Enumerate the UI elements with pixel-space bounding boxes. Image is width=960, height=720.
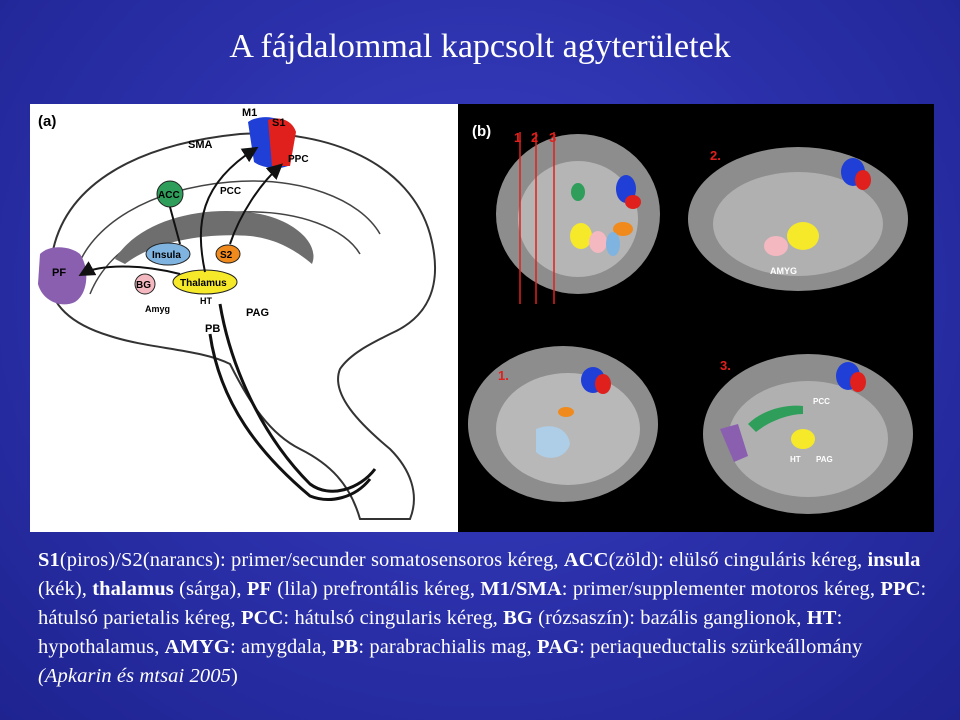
panel-b-label: (b) bbox=[472, 123, 491, 140]
slide-title: A fájdalommal kapcsolt agyterületek bbox=[229, 28, 731, 65]
caption-part: : hátulsó cingularis kéreg, bbox=[283, 607, 504, 629]
spinothalamic-pathway bbox=[218, 303, 377, 493]
amyg-label: Amyg bbox=[145, 304, 170, 314]
caption-part: (piros)/S2(narancs): primer/secunder som… bbox=[59, 549, 564, 571]
pag-view-label: PAG bbox=[816, 455, 833, 464]
caption-thalamus: thalamus bbox=[92, 578, 174, 600]
caption-pf: PF bbox=[246, 578, 273, 600]
pf-label: PF bbox=[52, 267, 66, 279]
spinoparabrachial-pathway bbox=[208, 333, 372, 501]
insula-label: Insula bbox=[152, 250, 181, 261]
pf-region bbox=[38, 247, 87, 305]
ht-view-label: HT bbox=[790, 455, 801, 464]
view-3-label: 3. bbox=[720, 358, 731, 373]
caption-part: : amygdala, bbox=[229, 636, 332, 658]
pb-label: PB bbox=[205, 323, 220, 335]
acc-label: ACC bbox=[158, 190, 180, 201]
s2-region bbox=[215, 244, 241, 264]
caption-part: (rózsaszín): bazális ganglionok, bbox=[532, 607, 807, 629]
caption-pag: PAG bbox=[537, 636, 580, 658]
view-1-label: 1. bbox=[498, 368, 509, 383]
bg-region bbox=[134, 273, 156, 295]
caption-part: (lila) prefrontális kéreg, bbox=[272, 578, 481, 600]
pain-pathway-diagram: M1 S1 SMA PPC ACC PCC PF Insula S2 BG Th… bbox=[30, 104, 458, 532]
pcc-label: PCC bbox=[220, 186, 241, 197]
caption-pcc: PCC bbox=[240, 607, 284, 629]
corpus-callosum-band bbox=[115, 211, 314, 264]
caption-amyg: AMYG bbox=[164, 636, 230, 658]
caption-insula: insula bbox=[867, 549, 921, 571]
caption-m1-sma: M1/SMA bbox=[480, 578, 562, 600]
slice-number-1: 1 bbox=[514, 130, 521, 145]
caption-ht: HT bbox=[806, 607, 837, 629]
bg-label: BG bbox=[136, 280, 151, 291]
panel-a-label: (a) bbox=[38, 113, 56, 130]
view-2-label: 2. bbox=[710, 148, 721, 163]
thalamus-label: Thalamus bbox=[180, 278, 227, 289]
mri-svg: 1 2 3 (b) 2. 1. 3. AMYG PCC HT bbox=[468, 123, 913, 514]
ht-label: HT bbox=[200, 296, 212, 306]
mri-slices-panel: 1 2 3 (b) 2. 1. 3. AMYG PCC HT bbox=[458, 104, 934, 532]
caption-pb: PB bbox=[331, 636, 359, 658]
slice-number-2: 2 bbox=[531, 130, 538, 145]
pag-label: PAG bbox=[246, 307, 269, 319]
diagram-svg: M1 S1 SMA PPC ACC PCC PF Insula S2 BG Th… bbox=[38, 107, 436, 520]
ppc-label: PPC bbox=[288, 154, 309, 165]
caption-part: : hypothalamus, bbox=[38, 607, 843, 658]
s1-label: S1 bbox=[272, 117, 285, 129]
citation-end: ) bbox=[230, 665, 238, 687]
m1-label: M1 bbox=[242, 107, 257, 119]
citation: (Apkarin és mtsai 2005 bbox=[38, 665, 231, 687]
caption-part: (kék), bbox=[38, 578, 93, 600]
amyg-view-label: AMYG bbox=[770, 266, 797, 276]
caption-bg: BG bbox=[503, 607, 533, 629]
pcc-view-label: PCC bbox=[813, 397, 830, 406]
caption-part: : parabrachialis mag, bbox=[358, 636, 538, 658]
s2-label: S2 bbox=[220, 250, 233, 261]
caption-part: : hátulsó parietalis kéreg, bbox=[38, 578, 927, 629]
caption-text: S1(piros)/S2(narancs): primer/secunder s… bbox=[38, 546, 928, 691]
insula-region bbox=[145, 242, 191, 266]
slice-number-3: 3 bbox=[549, 130, 556, 145]
caption-part: : periaqueductalis szürkeállomány bbox=[579, 636, 863, 658]
caption-acc: ACC bbox=[563, 549, 609, 571]
caption-part: (zöld): elülső cinguláris kéreg, bbox=[608, 549, 868, 571]
caption-s1: S1 bbox=[38, 549, 60, 571]
caption-part: : primer/supplementer motoros kéreg, bbox=[561, 578, 881, 600]
s1-region bbox=[268, 118, 296, 166]
sma-label: SMA bbox=[188, 139, 213, 151]
caption-ppc: PPC bbox=[880, 578, 921, 600]
caption-part: (sárga), bbox=[173, 578, 247, 600]
